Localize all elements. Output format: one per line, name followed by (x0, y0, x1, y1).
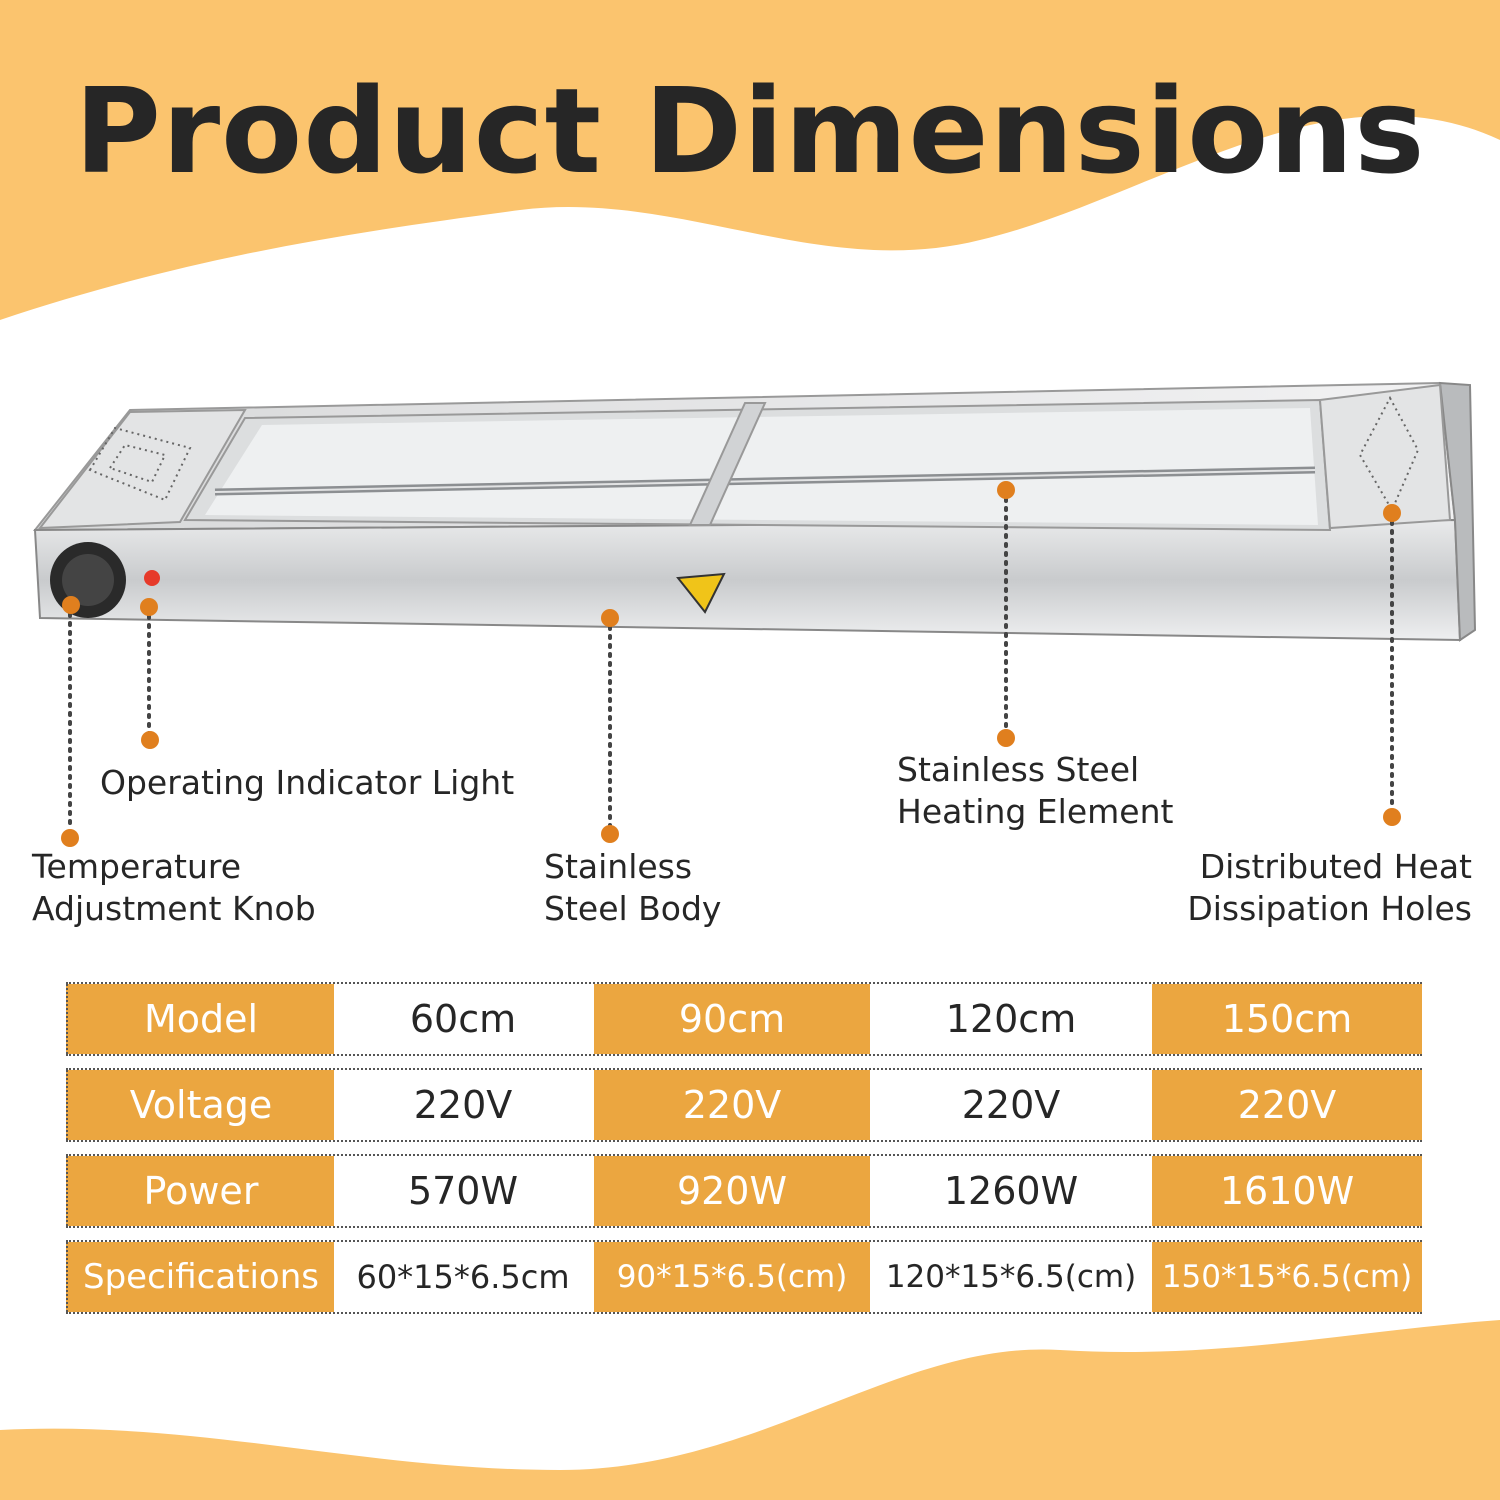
table-cell: 920W (594, 1156, 870, 1226)
table-cell: 60*15*6.5cm (334, 1242, 592, 1312)
table-cell: 1260W (872, 1156, 1150, 1226)
table-cell: 60cm (334, 984, 592, 1054)
table-cell: 220V (1152, 1070, 1422, 1140)
table-row-model: Model 60cm 90cm 120cm 150cm (66, 982, 1422, 1056)
row-header: Model (66, 984, 334, 1054)
table-cell: 1610W (1152, 1156, 1422, 1226)
callout-heating-element: Stainless Steel Heating Element (897, 750, 1174, 831)
callout-knob: Temperature Adjustment Knob (32, 847, 316, 928)
table-cell: 220V (594, 1070, 870, 1140)
table-cell: 220V (872, 1070, 1150, 1140)
row-header: Specifications (66, 1242, 334, 1312)
table-cell: 90*15*6.5(cm) (594, 1242, 870, 1312)
table-cell: 220V (334, 1070, 592, 1140)
table-row-specifications: Specifications 60*15*6.5cm 90*15*6.5(cm)… (66, 1240, 1422, 1314)
food-warmer-illustration (32, 381, 1477, 642)
table-cell: 570W (334, 1156, 592, 1226)
page-title: Product Dimensions (74, 62, 1426, 200)
table-cell: 120cm (872, 984, 1150, 1054)
row-header: Voltage (66, 1070, 334, 1140)
row-header: Power (66, 1156, 334, 1226)
table-cell: 120*15*6.5(cm) (872, 1242, 1150, 1312)
table-cell: 90cm (594, 984, 870, 1054)
table-cell: 150cm (1152, 984, 1422, 1054)
callout-holes: Distributed Heat Dissipation Holes (1187, 847, 1472, 928)
table-row-voltage: Voltage 220V 220V 220V 220V (66, 1068, 1422, 1142)
table-row-power: Power 570W 920W 1260W 1610W (66, 1154, 1422, 1228)
table-cell: 150*15*6.5(cm) (1152, 1242, 1422, 1312)
callout-indicator-light: Operating Indicator Light (100, 763, 515, 802)
callout-body: Stainless Steel Body (544, 847, 722, 928)
